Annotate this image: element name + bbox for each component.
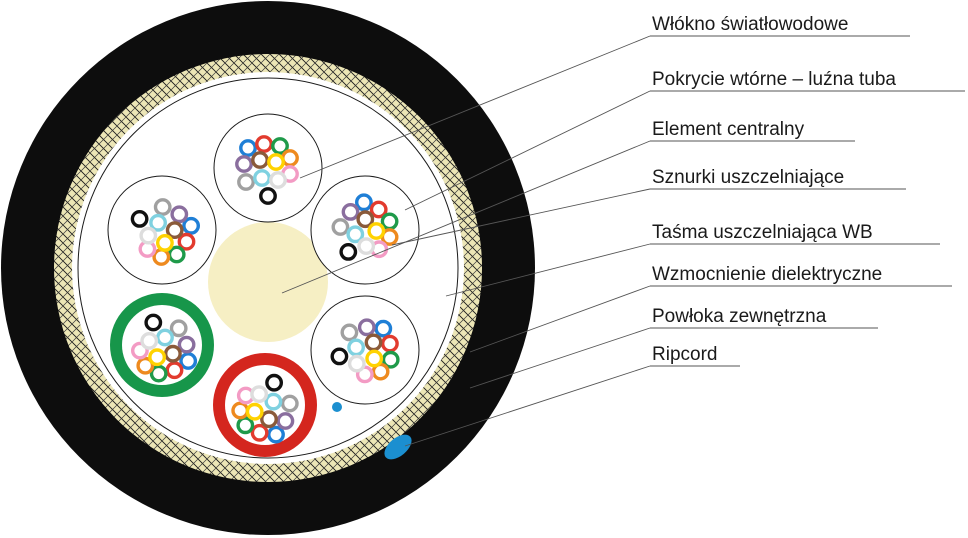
leader-line [281, 140, 651, 294]
component-label: Taśma uszczelniająca WB [652, 222, 873, 243]
optical-fiber [380, 212, 399, 231]
optical-fiber [136, 356, 155, 375]
optical-fiber [177, 335, 196, 354]
optical-fiber [281, 149, 299, 167]
optical-fiber [364, 333, 383, 352]
optical-fiber [267, 425, 285, 444]
optical-fiber [265, 373, 283, 392]
optical-fiber [374, 319, 393, 338]
optical-fiber [357, 237, 376, 256]
optical-fiber [271, 137, 289, 155]
optical-fiber [380, 334, 399, 353]
leader-line [469, 285, 651, 353]
optical-fiber [331, 218, 350, 236]
leader-line [469, 327, 651, 389]
central-element [208, 222, 328, 342]
leader-line [445, 243, 651, 297]
optical-fiber [156, 328, 174, 347]
optical-fiber [357, 318, 376, 337]
optical-fiber [155, 233, 174, 252]
optical-fiber [153, 198, 172, 216]
optical-fiber [267, 153, 285, 171]
leader-lines [281, 35, 965, 447]
optical-fiber [182, 216, 201, 235]
optical-fiber [347, 338, 365, 357]
optical-fiber [347, 354, 366, 373]
component-label: Ripcord [652, 344, 717, 365]
optical-fiber [179, 352, 198, 370]
optical-fiber [235, 155, 253, 173]
leader-line [404, 90, 651, 211]
optical-fiber [169, 319, 188, 338]
filler-dot [332, 402, 342, 412]
optical-fiber [340, 323, 359, 342]
optical-fiber [341, 202, 360, 221]
optical-fiber [245, 402, 264, 421]
optical-fiber [354, 193, 373, 212]
optical-fiber [140, 331, 159, 350]
optical-fiber [330, 347, 349, 366]
optical-fiber [152, 248, 171, 266]
optical-fiber [269, 171, 287, 189]
optical-fiber [237, 173, 255, 191]
optical-fiber [280, 394, 299, 413]
tube-wall [310, 175, 420, 285]
component-label: Element centralny [652, 119, 805, 140]
optical-fiber [231, 401, 250, 420]
optical-fiber [346, 225, 365, 244]
tube-wall [310, 295, 420, 405]
optical-fiber [148, 348, 167, 367]
optical-fiber [259, 187, 277, 205]
ripcord [384, 434, 412, 460]
cable-cross-section [1, 1, 535, 535]
loose-tubes [107, 113, 420, 457]
optical-fiber [260, 410, 278, 429]
leader-line [404, 365, 651, 447]
loose-tube [213, 353, 317, 457]
optical-fiber [251, 151, 269, 169]
optical-fiber [253, 169, 271, 187]
optical-fiber [144, 313, 163, 332]
optical-fiber [356, 210, 375, 229]
optical-fiber [250, 385, 269, 403]
component-label: Sznurki uszczelniające [652, 167, 844, 188]
loose-tube [110, 293, 214, 397]
optical-fiber [170, 205, 189, 224]
optical-fiber [250, 423, 269, 442]
component-label: Włókno światłowodowe [652, 14, 848, 35]
component-label: Wzmocnienie dielektryczne [652, 264, 882, 285]
loose-tube [310, 295, 420, 405]
optical-fiber [369, 200, 388, 219]
optical-fiber [165, 361, 184, 380]
optical-fiber [264, 392, 283, 411]
leader-line [391, 188, 651, 246]
optical-fiber [177, 232, 196, 251]
component-label: Pokrycie wtórne – luźna tuba [652, 69, 896, 90]
optical-fiber [139, 226, 158, 245]
optical-fiber [339, 242, 358, 261]
tube-wall [213, 113, 323, 223]
optical-fiber [365, 349, 384, 368]
leader-line [299, 35, 651, 179]
loose-tube [310, 175, 420, 285]
optical-fiber [367, 222, 386, 240]
component-label: Powłoka zewnętrzna [652, 306, 827, 327]
loose-tube [107, 175, 217, 285]
optical-fiber [149, 213, 168, 232]
optical-fiber [239, 139, 257, 157]
loose-tube [213, 113, 323, 223]
optical-fiber [149, 364, 168, 383]
optical-fiber [165, 221, 184, 240]
optical-fiber [167, 245, 186, 264]
optical-fiber [130, 209, 149, 228]
optical-fiber [381, 350, 400, 369]
optical-fiber [255, 135, 273, 153]
optical-fiber [276, 412, 295, 430]
optical-fiber [163, 344, 182, 363]
core-outline [77, 77, 459, 459]
optical-fiber [236, 416, 255, 435]
